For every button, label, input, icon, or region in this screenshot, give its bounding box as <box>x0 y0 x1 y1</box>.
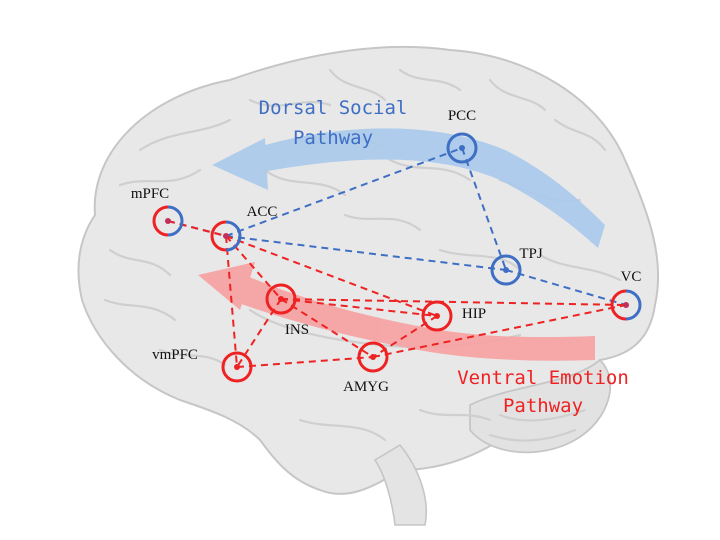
dorsal-pathway-label-line2: Pathway <box>293 127 373 149</box>
node-pcc: PCC <box>446 108 478 164</box>
node-label-vc: VC <box>621 269 642 285</box>
brainstem-outline <box>373 443 428 526</box>
node-label-hip: HIP <box>462 306 486 322</box>
region-nodes: mPFC ACC PCC TPJ VC INS HIP vmPFC AMYG <box>131 108 642 395</box>
node-label-amyg: AMYG <box>343 379 389 395</box>
dorsal-arrow-body <box>255 128 605 248</box>
ventral-pathway-label-line2: Pathway <box>503 395 583 417</box>
node-hip-center <box>434 313 440 319</box>
node-acc-ring-red <box>210 220 227 252</box>
node-tpj-center <box>503 267 509 273</box>
ventral-arrow-body <box>230 272 595 361</box>
node-mpfc-ring-red <box>152 205 169 237</box>
node-amyg-center <box>370 354 376 360</box>
node-mpfc: mPFC <box>131 186 184 237</box>
node-acc-ring-blue <box>225 220 242 252</box>
node-amyg: AMYG <box>343 341 389 395</box>
node-label-tpj: TPJ <box>519 246 543 262</box>
social-edge-acc-pcc <box>225 147 463 237</box>
node-label-vmpfc: vmPFC <box>152 347 198 363</box>
node-vmpfc-ring <box>221 351 253 383</box>
node-acc-center <box>223 233 229 239</box>
node-pcc-center <box>459 145 465 151</box>
node-vc-ring-red <box>610 289 627 321</box>
dorsal-pathway-label-line1: Dorsal Social <box>259 97 408 119</box>
node-hip-ring <box>421 300 453 332</box>
emotion-edge-acc-hip <box>225 235 438 317</box>
node-label-pcc: PCC <box>448 108 476 124</box>
node-mpfc-ring-blue <box>167 205 184 237</box>
node-vc: VC <box>610 269 642 321</box>
node-mpfc-center <box>165 218 171 224</box>
node-vmpfc: vmPFC <box>152 347 253 383</box>
gyri-texture <box>103 68 622 442</box>
emotion-edge-vmpfc-amyg <box>236 356 374 368</box>
node-vc-ring-blue <box>625 289 642 321</box>
node-ins: INS <box>265 283 309 338</box>
emotion-edge-mpfc-acc <box>167 220 227 237</box>
social-edge-tpj-vc <box>505 269 627 306</box>
dorsal-arrow-head <box>212 138 268 190</box>
node-ins-ring <box>265 283 297 315</box>
emotion-edge-ins-vc <box>280 298 627 306</box>
node-tpj: TPJ <box>490 246 543 286</box>
dorsal-pathway-arrow <box>212 128 605 248</box>
node-label-mpfc: mPFC <box>131 186 169 202</box>
emotion-edge-acc-vmpfc <box>225 235 238 368</box>
emotion-edge-ins-hip <box>280 298 438 317</box>
ventral-pathway-arrow <box>198 262 595 361</box>
node-label-ins: INS <box>285 322 309 338</box>
ventral-pathway-label-line1: Ventral Emotion <box>457 367 629 389</box>
node-vmpfc-center <box>234 364 240 370</box>
emotion-edge-ins-amyg <box>280 298 374 358</box>
node-ins-center <box>278 296 284 302</box>
node-amyg-ring <box>357 341 389 373</box>
node-acc: ACC <box>210 204 278 252</box>
node-hip: HIP <box>421 300 486 332</box>
node-pcc-ring <box>446 132 478 164</box>
node-vc-center <box>623 302 629 308</box>
ventral-arrow-head <box>198 262 255 310</box>
social-edge-pcc-tpj <box>461 147 507 271</box>
node-tpj-ring <box>490 254 522 286</box>
node-label-acc: ACC <box>247 204 278 220</box>
